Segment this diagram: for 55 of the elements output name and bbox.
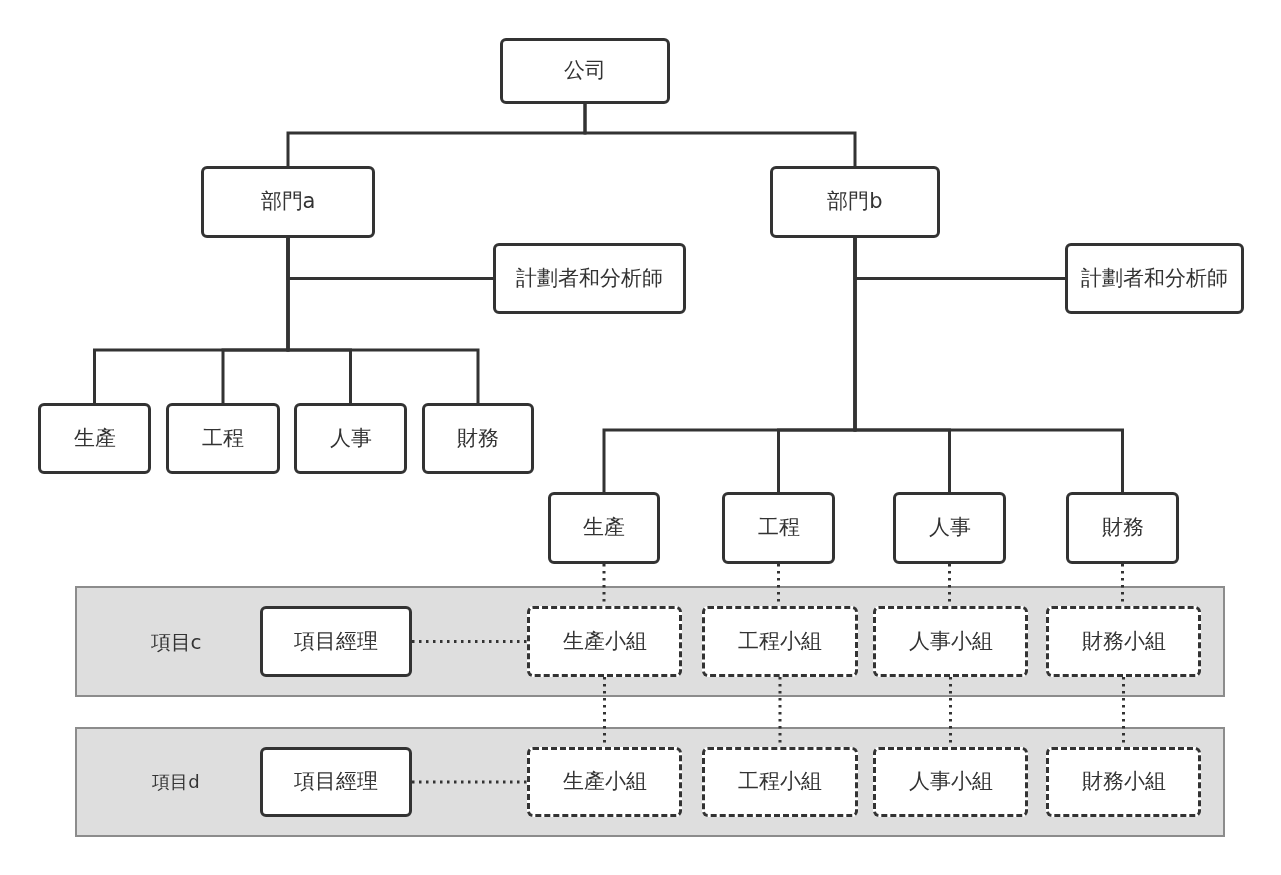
project-band: [75, 586, 1225, 697]
position-label: 計劃者和分析師: [516, 265, 663, 292]
position-label: 計劃者和分析師: [1081, 265, 1228, 292]
position-label: 財務: [1101, 515, 1144, 541]
position-box: [893, 492, 1006, 564]
position-box: [38, 403, 151, 474]
position-box: [1065, 243, 1244, 314]
team-box: [702, 747, 858, 817]
position-label: 部門a: [260, 189, 316, 215]
project-label: 項目c: [150, 629, 202, 654]
position-label: 項目經理: [294, 769, 378, 795]
position-box: [770, 166, 940, 238]
team-box: [527, 747, 682, 817]
team-box: [702, 606, 858, 677]
team-label: 工程小組: [738, 628, 822, 655]
position-box: [294, 403, 407, 474]
position-label: 人事: [329, 425, 372, 452]
position-box: [1066, 492, 1179, 564]
team-box: [1046, 606, 1201, 677]
team-label: 財務小組: [1081, 769, 1166, 795]
position-box: [166, 403, 280, 474]
position-label: 生產: [583, 515, 625, 541]
team-label: 人事小組: [908, 628, 993, 655]
position-label: 公司: [564, 58, 606, 84]
team-box: [873, 747, 1028, 817]
connector-line: [853, 238, 1124, 492]
position-label: 人事: [928, 515, 971, 541]
team-box: [873, 606, 1028, 677]
position-label: 工程: [202, 425, 244, 452]
position-label: 生產: [73, 425, 116, 452]
position-box: [500, 38, 670, 104]
team-box: [527, 606, 682, 677]
dotted-connector: [412, 780, 527, 784]
position-label: 工程: [757, 515, 800, 541]
dotted-connector: [412, 640, 527, 643]
position-box: [422, 403, 534, 474]
team-label: 財務小組: [1081, 628, 1166, 655]
position-box: [260, 747, 412, 817]
connector-line: [286, 238, 480, 403]
position-box: [201, 166, 375, 238]
team-label: 工程小組: [738, 769, 822, 795]
project-label: 項目d: [152, 771, 200, 793]
position-box: [260, 606, 412, 677]
connector-line: [583, 104, 857, 166]
team-box: [1046, 747, 1201, 817]
position-label: 部門b: [827, 189, 883, 215]
project-band: [75, 727, 1225, 837]
position-label: 財務: [457, 425, 499, 452]
position-box: [722, 492, 835, 564]
team-label: 生產小組: [562, 769, 647, 795]
position-box: [548, 492, 660, 564]
team-label: 生產小組: [562, 628, 647, 655]
team-label: 人事小組: [908, 769, 993, 795]
position-label: 項目經理: [294, 628, 378, 655]
position-box: [493, 243, 686, 314]
